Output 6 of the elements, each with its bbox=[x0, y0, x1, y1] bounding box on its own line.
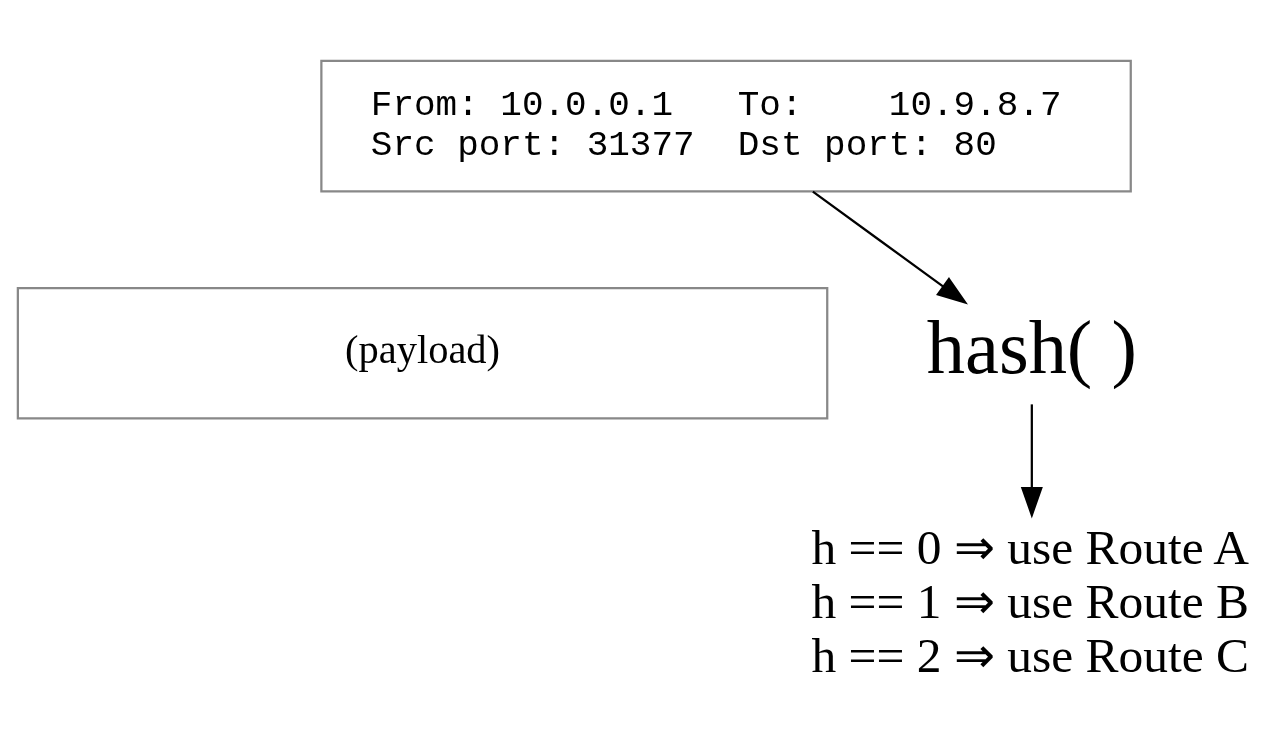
node-text: h == 0 ⇒ use Route A h == 1 ⇒ use Route B h == 2 ⇒ use Route C bbox=[811, 519, 1249, 683]
arrow bbox=[812, 190, 968, 305]
node-text: hash( ) bbox=[926, 304, 1137, 390]
node-box: (payload) bbox=[16, 286, 829, 420]
node-box: From: 10.0.0.1 To: 10.9.8.7 Src port: 31377 Dst port: 80 bbox=[320, 59, 1132, 192]
arrow bbox=[1020, 403, 1043, 518]
